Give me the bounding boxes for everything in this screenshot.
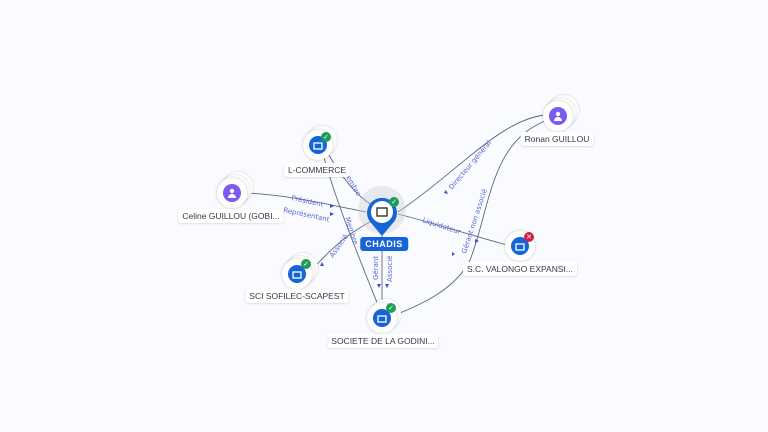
arrow-icon — [444, 190, 448, 194]
edge-label-directeur: Directeur général — [447, 139, 493, 191]
arrow-icon — [330, 212, 334, 216]
arrow-icon — [330, 204, 334, 208]
edge-celine-chadis — [245, 192, 367, 213]
node-label[interactable]: SOCIETE DE LA GODINI... — [327, 334, 439, 348]
edge-label-liquidateur: Liquidateur — [421, 216, 461, 236]
edge-chadis-valongo — [397, 213, 508, 246]
node-label[interactable]: SCI SOFILEC-SCAPEST — [245, 289, 349, 303]
edge-ronan-chadis — [397, 114, 546, 213]
person-icon — [549, 107, 567, 125]
node-label[interactable]: Ronan GUILLOU — [520, 132, 594, 146]
company-icon — [373, 309, 391, 327]
company-icon — [288, 265, 306, 283]
center-label[interactable]: CHADIS — [360, 237, 408, 251]
arrow-icon — [377, 284, 381, 288]
arrow-icon — [385, 284, 389, 288]
map-pin-icon — [367, 197, 397, 236]
edge-label-associe-sofilec: Associé — [328, 233, 350, 259]
person-icon — [223, 184, 241, 202]
node-label[interactable]: Celine GUILLOU (GOBI... — [178, 209, 284, 223]
edge-label-gerant: Gérant — [372, 256, 380, 280]
edge-label-associe-godini: Associé — [386, 256, 394, 282]
company-icon — [511, 237, 529, 255]
close-icon: ✕ — [524, 232, 534, 242]
edge-lcommerce-chadis — [325, 149, 373, 206]
arrow-icon — [475, 239, 479, 243]
check-icon: ✓ — [321, 132, 331, 142]
arrow-icon — [320, 262, 324, 266]
edge-label-president: Président — [291, 194, 325, 209]
edge-label-representant: Représentant — [283, 206, 331, 224]
check-icon: ✓ — [301, 259, 311, 269]
arrow-icon — [452, 252, 455, 256]
check-icon: ✓ — [389, 197, 399, 207]
node-label[interactable]: S.C. VALONGO EXPANSI... — [463, 262, 577, 276]
edge-label-gerant-non-associe: Gérant non associé — [460, 188, 489, 255]
node-label[interactable]: L-COMMERCE — [283, 163, 351, 177]
edge-ronan-godini — [394, 119, 549, 316]
check-icon: ✓ — [386, 303, 396, 313]
